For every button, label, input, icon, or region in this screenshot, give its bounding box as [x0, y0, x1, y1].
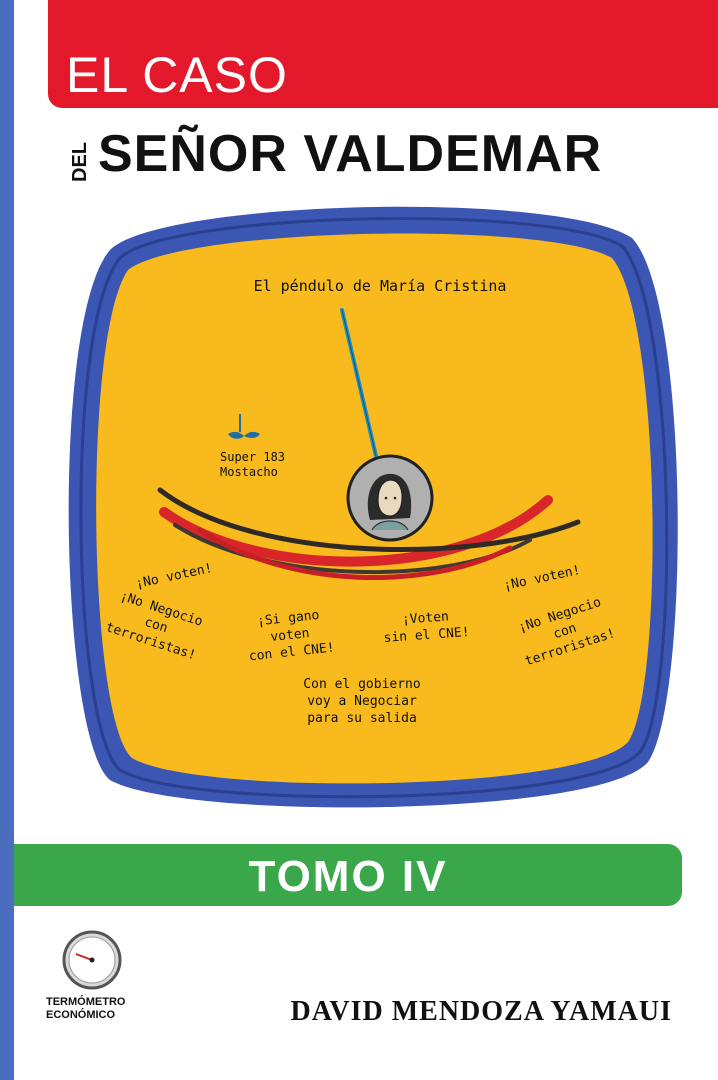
volume-banner: TOMO IV [14, 844, 682, 906]
title-del: DEL [69, 142, 91, 182]
label-mostacho: Super 183 Mostacho [220, 450, 286, 479]
quote-bottom: Con el gobierno voy a Negociar para su s… [303, 677, 421, 726]
quote-center-left: ¡Si gano voten con el CNE! [248, 607, 336, 665]
author-name: DAVID MENDOZA YAMAUI [290, 996, 672, 1027]
mustache-icon [228, 414, 260, 439]
pendulum-arc-dark [157, 487, 581, 553]
title-line-1: EL CASO [66, 47, 288, 103]
publisher-logo-text: TERMÓMETRO ECONÓMICO [46, 996, 125, 1022]
quote-center-right: ¡Voten sin el CNE! [383, 609, 471, 646]
title-banner [48, 0, 718, 108]
thermometer-gauge-icon [62, 930, 122, 990]
portrait-icon [367, 473, 412, 531]
title-del-vertical: DEL [69, 142, 91, 182]
title-line-2: SEÑOR VALDEMAR [98, 125, 603, 183]
publisher-line-1: TERMÓMETRO [46, 996, 126, 1008]
publisher-line-2: ECONÓMICO [46, 1009, 116, 1021]
illustration-caption: El péndulo de María Cristina [253, 277, 507, 295]
volume-label: TOMO IV [248, 852, 448, 901]
cover-spine [0, 0, 14, 1080]
